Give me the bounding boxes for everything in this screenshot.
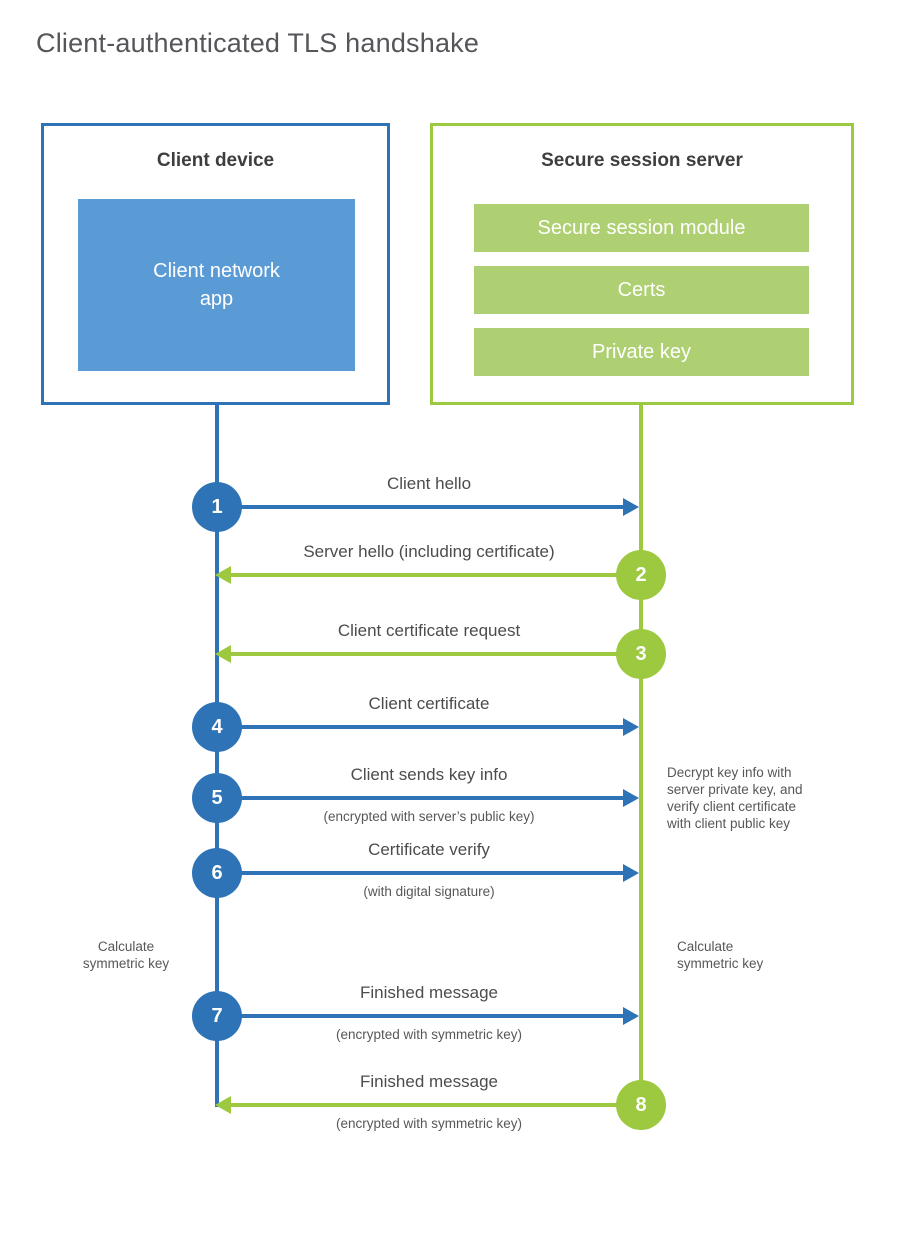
message-sublabel: (encrypted with symmetric key) [335, 1027, 523, 1042]
message-label: Finished message [360, 983, 498, 1002]
message-arrow-line [217, 796, 627, 800]
arrow-right-icon [623, 864, 639, 882]
message-sublabel: (encrypted with symmetric key) [335, 1116, 523, 1131]
secure-session-server-box: Secure session server Secure session mod… [430, 123, 854, 405]
step-6-badge: 6 [192, 848, 242, 898]
server-lifeline [639, 405, 643, 1107]
message-arrow-line [217, 871, 627, 875]
step-3-badge: 3 [616, 629, 666, 679]
arrow-left-icon [215, 1096, 231, 1114]
message-arrow-line [231, 652, 641, 656]
decrypt-key-info-note: Decrypt key info with server private key… [667, 765, 803, 831]
message-label: Server hello (including certificate) [303, 542, 555, 561]
message-label: Finished message [360, 1072, 498, 1091]
arrow-right-icon [623, 498, 639, 516]
server-module-secure-session: Secure session module [474, 204, 809, 252]
arrow-right-icon [623, 789, 639, 807]
arrow-left-icon [215, 566, 231, 584]
message-sublabel: (with digital signature) [363, 884, 495, 899]
server-module-private-key: Private key [474, 328, 809, 376]
message-arrow-line [217, 725, 627, 729]
step-7-badge: 7 [192, 991, 242, 1041]
calculate-symmetric-key-note-server: Calculate symmetric key [677, 939, 764, 971]
arrow-right-icon [623, 718, 639, 736]
message-sublabel: (encrypted with server’s public key) [323, 809, 535, 824]
step-5-badge: 5 [192, 773, 242, 823]
server-module-certs: Certs [474, 266, 809, 314]
step-1-badge: 1 [192, 482, 242, 532]
message-arrow-line [231, 573, 641, 577]
client-device-box: Client device Client network app [41, 123, 390, 405]
message-label: Client certificate [368, 694, 490, 713]
step-4-badge: 4 [192, 702, 242, 752]
message-label: Client certificate request [337, 621, 521, 640]
step-2-badge: 2 [616, 550, 666, 600]
message-arrow-line [217, 505, 627, 509]
message-arrow-line [231, 1103, 641, 1107]
page-title: Client-authenticated TLS handshake [36, 28, 480, 58]
arrow-left-icon [215, 645, 231, 663]
message-label: Client sends key info [350, 765, 508, 784]
client-network-app-box: Client network app [78, 199, 355, 371]
message-label: Certificate verify [368, 840, 490, 859]
client-lifeline [215, 405, 219, 1107]
step-8-badge: 8 [616, 1080, 666, 1130]
client-device-title: Client device [156, 150, 275, 171]
message-label: Client hello [386, 474, 472, 493]
secure-session-server-title: Secure session server [541, 150, 743, 171]
message-arrow-line [217, 1014, 627, 1018]
arrow-right-icon [623, 1007, 639, 1025]
calculate-symmetric-key-note-client: Calculate symmetric key [82, 939, 170, 971]
